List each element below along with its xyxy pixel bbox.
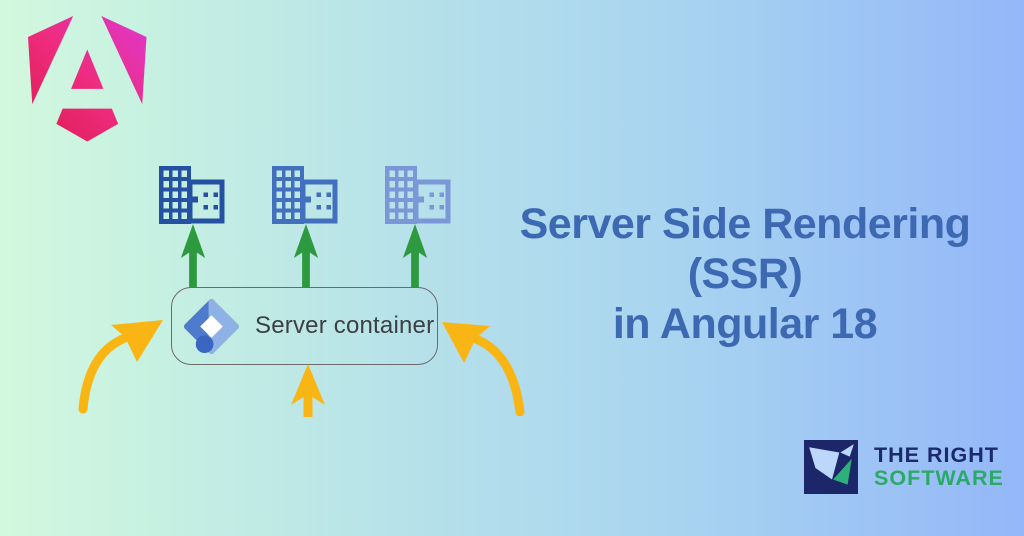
up-arrow-bottom-icon [288, 364, 328, 418]
client-building-icon [385, 166, 451, 224]
tag-manager-diamond-icon [183, 298, 240, 354]
title-line-1: Server Side Rendering [519, 200, 971, 248]
server-container-label: Server container [255, 312, 435, 339]
title-line-3: in Angular 18 [612, 300, 878, 348]
client-building-icon [272, 166, 338, 224]
curved-arrow-right-icon [438, 314, 528, 417]
up-arrow-icon [402, 224, 428, 288]
curved-arrow-left-icon [73, 313, 173, 415]
up-arrow-icon [180, 224, 206, 288]
client-building-icon [159, 166, 225, 224]
brand-logo: THE RIGHT SOFTWARE [804, 440, 1004, 494]
page-title: Server Side Rendering (SSR) in Angular 1… [478, 199, 1012, 349]
title-line-2: (SSR) [687, 250, 803, 298]
up-arrow-icon [293, 224, 319, 288]
brand-line-1: THE RIGHT [874, 443, 999, 467]
angular-logo-icon [28, 16, 147, 142]
brand-line-2: SOFTWARE [874, 466, 1004, 490]
server-container-box: Server container [171, 287, 438, 365]
brand-mark-icon [804, 440, 858, 494]
